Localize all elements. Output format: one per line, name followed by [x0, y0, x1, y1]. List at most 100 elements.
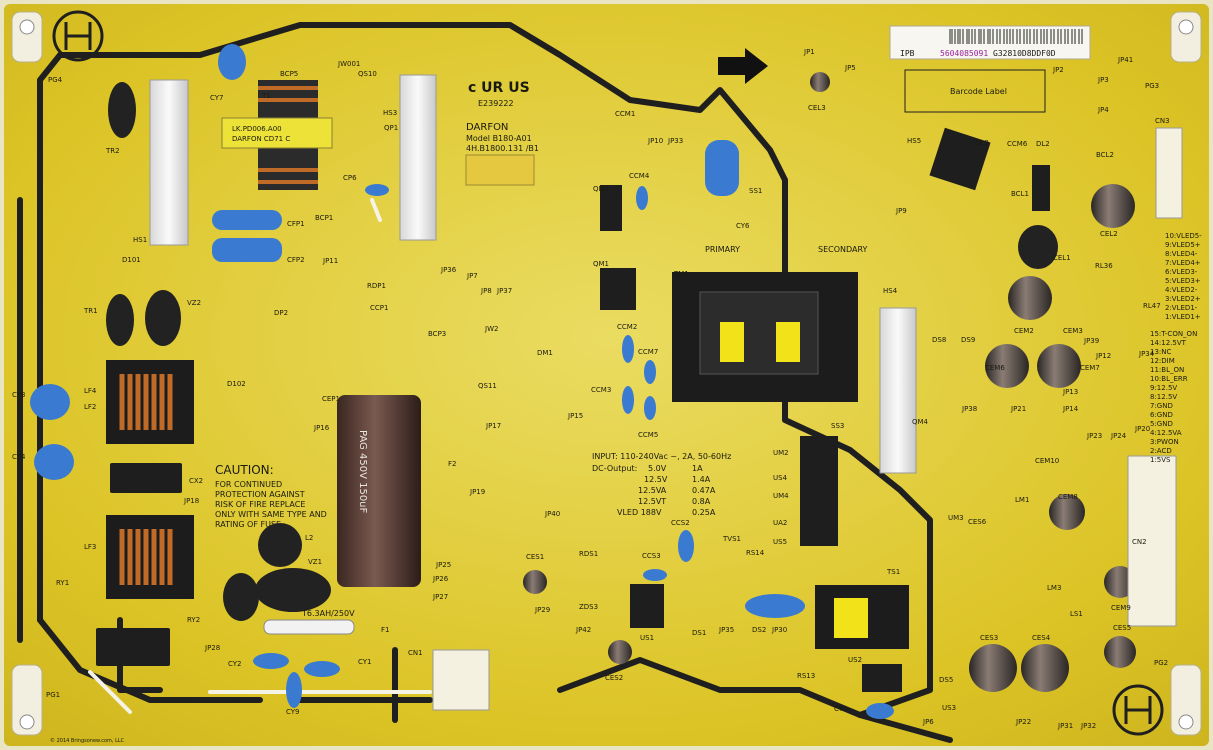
dc-output-label: DC-Output: — [592, 464, 637, 473]
svg-text:1:5VS: 1:5VS — [1150, 456, 1171, 464]
ref-cfp2: CFP2 — [287, 256, 305, 264]
ref-lf2: LF2 — [84, 403, 96, 411]
ref-jp21: JP21 — [1010, 405, 1026, 413]
ref-cp6: CP6 — [343, 174, 357, 182]
ref-qs11: QS11 — [478, 382, 497, 390]
ref-qm1: QM1 — [593, 260, 609, 268]
ref-cn2: CN2 — [1132, 538, 1147, 546]
ref-jp42: JP42 — [575, 626, 591, 634]
dc-row-5-v: VLED 188V — [617, 508, 662, 517]
ref-jp40: JP40 — [544, 510, 560, 518]
svg-text:4:VLED2-: 4:VLED2- — [1165, 286, 1198, 294]
ref-dl2: DL2 — [1036, 140, 1050, 148]
svg-text:1:VLED1+: 1:VLED1+ — [1165, 313, 1201, 321]
ref-jp6: JP6 — [922, 718, 934, 726]
svg-text:DARFON CD71 C: DARFON CD71 C — [232, 135, 290, 143]
electrolytic-caps — [523, 72, 1136, 692]
ref-cy4: CY4 — [12, 453, 26, 461]
ref-ccm6: CCM6 — [1007, 140, 1028, 148]
barcode-label-box — [904, 69, 1046, 113]
ref-cy3: CY3 — [12, 391, 26, 399]
heatsinks — [149, 74, 917, 474]
ref-ccm3: CCM3 — [591, 386, 611, 394]
sticker-prefix: IPB — [900, 49, 915, 58]
ref-jw001: JW001 — [337, 60, 360, 68]
ref-ds9: DS9 — [961, 336, 975, 344]
ref-ds5: DS5 — [939, 676, 953, 684]
ref-ua2: UA2 — [773, 519, 787, 527]
ref-qm4: QM4 — [912, 418, 929, 426]
ref-qs10: QS10 — [358, 70, 377, 78]
ref-jp22: JP22 — [1015, 718, 1031, 726]
mounting-holes — [11, 11, 1202, 736]
ref-jp36: JP36 — [440, 266, 457, 274]
svg-text:11:BL_ON: 11:BL_ON — [1150, 366, 1184, 374]
brand-name: DARFON — [466, 122, 508, 133]
black-blocks — [96, 127, 1050, 692]
ref-hs5: HS5 — [907, 137, 921, 145]
dc-row-2-a: 1.4A — [692, 475, 711, 484]
ref-tr1: TR1 — [83, 307, 98, 315]
svg-text:13:NC: 13:NC — [1150, 348, 1172, 356]
dc-row-3-v: 12.5VA — [638, 486, 667, 495]
ref-rl47: RL47 — [1143, 302, 1161, 310]
traces — [17, 22, 953, 743]
ref-us2: US2 — [848, 656, 862, 664]
ref-us1: US1 — [640, 634, 654, 642]
ref-jp31: JP31 — [1057, 722, 1073, 730]
ref-cfp1: CFP1 — [287, 220, 305, 228]
ref-ds8: DS8 — [932, 336, 946, 344]
ref-ccm2: CCM2 — [617, 323, 637, 331]
ratings-block: INPUT: 110-240Vac ~, 2A, 50-60Hz DC-Outp… — [592, 452, 731, 517]
svg-text:5:GND: 5:GND — [1150, 420, 1173, 428]
ref-jp4: JP4 — [1097, 106, 1109, 114]
ref-vz1: VZ1 — [308, 558, 322, 566]
ref-us3: US3 — [942, 704, 956, 712]
ground-logos — [52, 10, 1164, 736]
dc-row-5-a: 0.25A — [692, 508, 716, 517]
ref-jp30: JP30 — [771, 626, 787, 634]
ref-cy9: CY9 — [286, 708, 300, 716]
ref-jp33: JP33 — [667, 137, 683, 145]
ref-jp2: JP2 — [1052, 66, 1064, 74]
cn2-pin-labels: 15:T-CON_ON 14:12.5VT 13:NC 12:DIM 11:BL… — [1150, 330, 1197, 464]
ref-jp38: JP38 — [961, 405, 977, 413]
ref-pg4: PG4 — [48, 76, 63, 84]
ref-jp39: JP39 — [1083, 337, 1099, 345]
svg-text:PAG 450V 150uF: PAG 450V 150uF — [357, 430, 368, 514]
ref-rs13: RS13 — [797, 672, 815, 680]
caution-line-1: FOR CONTINUED — [215, 480, 282, 489]
ref-ces4: CES4 — [1032, 634, 1051, 642]
ref-jp19: JP19 — [469, 488, 485, 496]
ref-jp35: JP35 — [718, 626, 734, 634]
ref-jp8: JP8 — [480, 287, 492, 295]
svg-text:5:VLED3+: 5:VLED3+ — [1165, 277, 1201, 285]
caution-line-5: RATING OF FUSE — [215, 520, 281, 529]
ref-jp11: JP11 — [322, 257, 338, 265]
ref-jp7: JP7 — [466, 272, 478, 280]
ref-um2: UM2 — [773, 449, 789, 457]
ref-cem6: CEM6 — [985, 364, 1005, 372]
ref-ces2: CES2 — [605, 674, 623, 682]
sticker-serial: G32810D8DDF0D — [993, 49, 1056, 58]
ref-ccm1: CCM1 — [615, 110, 635, 118]
ref-bcp3: BCP3 — [428, 330, 446, 338]
ref-jp37: JP37 — [496, 287, 512, 295]
ref-rs14: RS14 — [746, 549, 765, 557]
ref-lm3: LM3 — [1047, 584, 1061, 592]
inductors — [106, 82, 1058, 621]
ref-bcp1: BCP1 — [315, 214, 333, 222]
svg-text:2:ACD: 2:ACD — [1150, 447, 1172, 455]
transformer-tm1 — [672, 272, 858, 402]
ref-jp23: JP23 — [1086, 432, 1102, 440]
ref-d102: D102 — [227, 380, 246, 388]
cn3-pin-labels: 10:VLED5- 9:VLED5+ 8:VLED4- 7:VLED4+ 6:V… — [1165, 232, 1202, 321]
svg-text:6:VLED3-: 6:VLED3- — [1165, 268, 1198, 276]
ref-cy5: CY5 — [834, 705, 848, 713]
dc-row-1-v: 5.0V — [648, 464, 667, 473]
ref-jp20: JP20 — [1134, 425, 1150, 433]
ref-um4: UM4 — [773, 492, 789, 500]
ref-d101: D101 — [122, 256, 141, 264]
ref-ccm4: CCM4 — [629, 172, 650, 180]
